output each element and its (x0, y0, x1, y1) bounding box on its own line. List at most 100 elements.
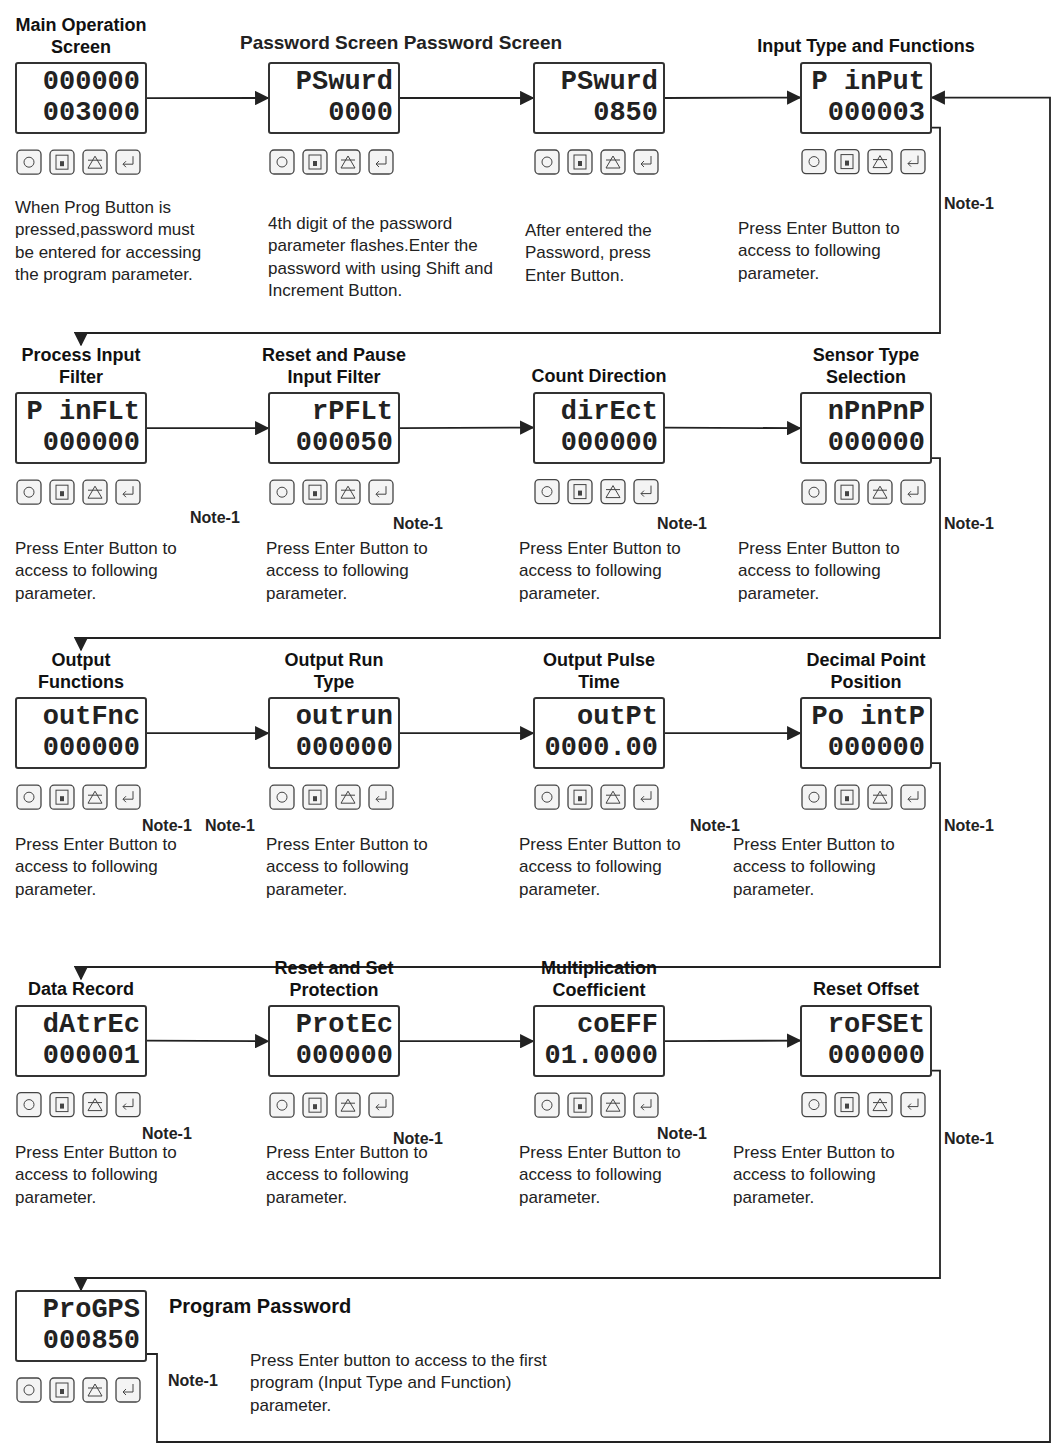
keypad-button (116, 150, 140, 174)
screen-step: Reset and Set ProtectionProtEc000000 (254, 958, 414, 1077)
flow-arrow (665, 427, 800, 429)
note-ref: Note-1 (142, 815, 192, 836)
keypad-button (901, 150, 925, 174)
note-ref: Note-1 (190, 507, 240, 528)
note-ref: Note-1 (944, 193, 994, 214)
keypad-button (17, 785, 41, 809)
button-icons (17, 150, 925, 1402)
keypad-button (568, 150, 592, 174)
keypad-button (535, 1093, 559, 1117)
keypad-button (17, 480, 41, 504)
screen-step: Reset and Pause Input FilterrPFLt000050 (259, 345, 409, 464)
keypad-button (802, 150, 826, 174)
keypad-button (17, 1378, 41, 1402)
keypad-button (50, 150, 74, 174)
flow-arrow (81, 458, 940, 650)
keypad-button (868, 480, 892, 504)
step-heading: Sensor Type Selection (791, 345, 941, 388)
note-ref: Note-1 (944, 513, 994, 534)
keypad-button (568, 480, 592, 504)
step-description: When Prog Button is pressed,password mus… (15, 197, 215, 287)
keypad-button (116, 1378, 140, 1402)
lcd-display: 000000003000 (15, 62, 147, 134)
keypad-button (901, 1093, 925, 1117)
display-value: 000000 (22, 428, 140, 459)
keypad-button (802, 785, 826, 809)
keypad-button (634, 480, 658, 504)
keypad-button (835, 150, 859, 174)
flow-arrow (400, 97, 533, 99)
display-value: ProGPS (22, 1295, 140, 1326)
flow-arrow (400, 1040, 533, 1042)
step-description: Press Enter Button to access to followin… (733, 834, 923, 901)
keypad-button (535, 785, 559, 809)
keypad-button (116, 1093, 140, 1117)
keypad-button (303, 150, 327, 174)
keypad-button (634, 785, 658, 809)
display-value: 000000 (22, 67, 140, 98)
step-description: Press Enter Button to access to followin… (266, 1142, 466, 1209)
display-value: 01.0000 (540, 1041, 658, 1072)
step-description: Press Enter Button to access to followin… (15, 834, 215, 901)
note-ref: Note-1 (944, 1128, 994, 1149)
keypad-button (901, 785, 925, 809)
flow-arrow (81, 1071, 940, 1290)
screen-step: Output Run Typeoutrun000000 (268, 650, 400, 769)
lcd-display: dirEct000000 (533, 392, 665, 464)
display-value: rPFLt (275, 397, 393, 428)
keypad-button (901, 480, 925, 504)
screen-step: PSwurd0000 (268, 62, 400, 134)
keypad-button (50, 480, 74, 504)
step-heading: Data Record (15, 979, 147, 1001)
flow-arrow (81, 763, 940, 979)
step-description: Press Enter button to access to the firs… (250, 1350, 580, 1417)
step-description: 4th digit of the password parameter flas… (268, 213, 503, 303)
keypad-button (336, 785, 360, 809)
keypad-button (601, 785, 625, 809)
keypad-button (802, 1093, 826, 1117)
flow-arrow (147, 427, 268, 429)
lcd-display: roFSEt000000 (800, 1005, 932, 1077)
display-value: P inFLt (22, 397, 140, 428)
screen-step: Output Pulse TimeoutPt0000.00 (533, 650, 665, 769)
step-heading: Output Pulse Time (533, 650, 665, 693)
keypad-button (116, 480, 140, 504)
keypad-button (369, 785, 393, 809)
display-value: roFSEt (807, 1010, 925, 1041)
keypad-button (369, 480, 393, 504)
screen-step: Main Operation Screen000000003000 (6, 15, 156, 134)
keypad-button (369, 1093, 393, 1117)
flow-arrow (400, 732, 533, 734)
keypad-button (270, 480, 294, 504)
display-value: P inPut (807, 67, 925, 98)
keypad-button (303, 785, 327, 809)
display-value: dirEct (540, 397, 658, 428)
display-value: coEFF (540, 1010, 658, 1041)
display-value: ProtEc (275, 1010, 393, 1041)
display-value: 0000 (275, 98, 393, 129)
screen-step: Data RecorddAtrEc000001 (15, 979, 147, 1077)
flow-arrow (147, 98, 1050, 1442)
keypad-button (83, 785, 107, 809)
step-heading: Decimal Point Position (796, 650, 936, 693)
display-value: PSwurd (540, 67, 658, 98)
keypad-button (50, 1093, 74, 1117)
step-description: Press Enter Button to access to followin… (738, 538, 923, 605)
keypad-button (83, 1093, 107, 1117)
keypad-button (535, 480, 559, 504)
display-value: dAtrEc (22, 1010, 140, 1041)
flow-arrow (665, 1040, 800, 1042)
step-description: Press Enter Button to access to followin… (519, 538, 719, 605)
lcd-display: P inFLt000000 (15, 392, 147, 464)
flow-arrow (400, 427, 533, 429)
lcd-display: ProtEc000000 (268, 1005, 400, 1077)
display-value: 000000 (22, 733, 140, 764)
lcd-display: outPt0000.00 (533, 697, 665, 769)
keypad-button (568, 785, 592, 809)
display-value: nPnPnP (807, 397, 925, 428)
flow-arrow (147, 97, 268, 99)
step-heading: Input Type and Functions (746, 36, 986, 58)
display-value: 0000.00 (540, 733, 658, 764)
display-value: 000000 (540, 428, 658, 459)
